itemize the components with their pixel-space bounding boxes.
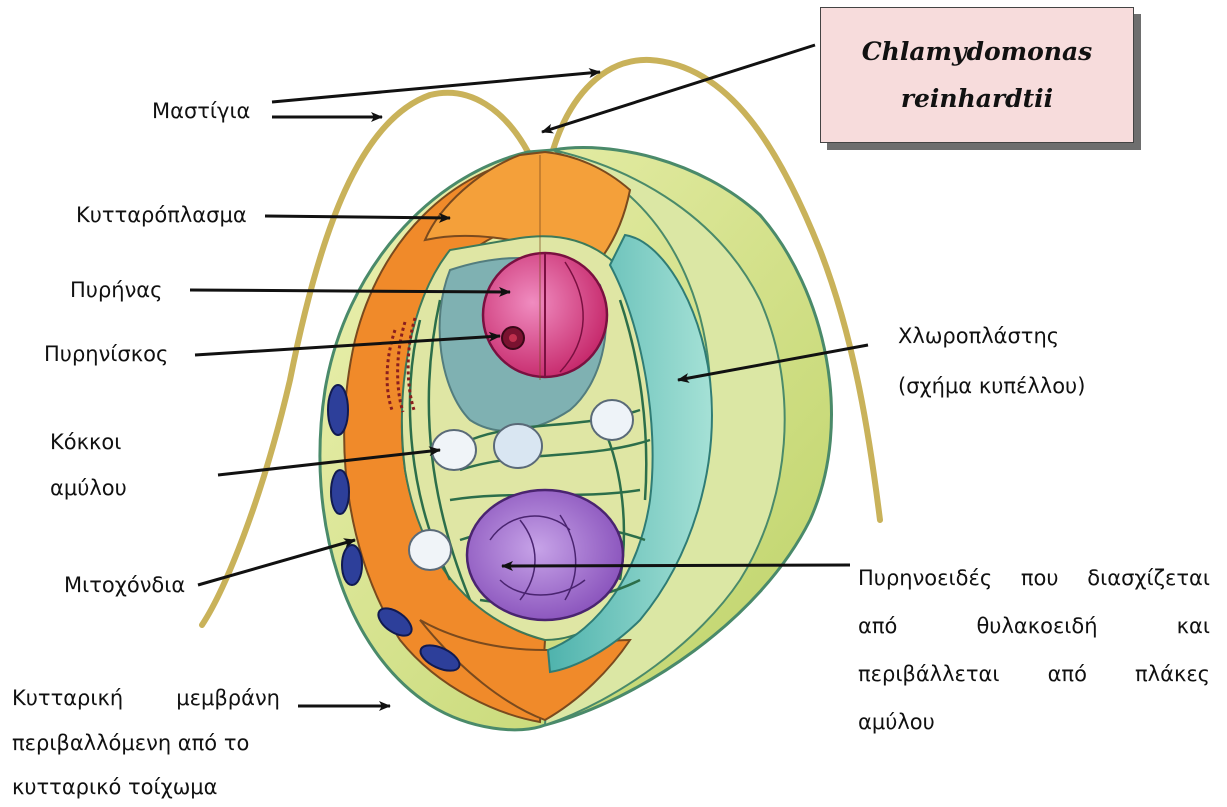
mitochondrion [342, 545, 362, 585]
label-pyrenoid-3: περιβάλλεται από πλάκες [858, 662, 1210, 687]
title-line-2: reinhardtii [901, 75, 1053, 123]
arrow-nucleus [190, 290, 510, 292]
label-membrane-3: κυτταρικό τοίχωμα [12, 775, 218, 800]
label-flagella: Μαστίγια [152, 99, 250, 124]
label-chloroplast-2: (σχήμα κυπέλλου) [898, 374, 1085, 399]
label-mitochondria: Μιτοχόνδια [64, 573, 185, 598]
title-line-1: Chlamydomonas [862, 28, 1092, 76]
label-pyrenoid-4: αμύλου [858, 710, 935, 735]
label-starch-grains-2: αμύλου [50, 476, 127, 501]
label-nucleolus: Πυρηνίσκος [44, 342, 168, 367]
mitochondrion [331, 470, 349, 514]
pyrenoid [467, 490, 623, 620]
mitochondrion [328, 385, 348, 435]
label-chloroplast-1: Χλωροπλάστης [898, 324, 1059, 349]
title-box: Chlamydomonas reinhardtii [820, 7, 1134, 143]
starch-grain [494, 424, 542, 468]
label-cytoplasm: Κυτταρόπλασμα [76, 203, 247, 228]
arrow-cytoplasm [265, 216, 450, 218]
arrow-flagella-1 [272, 72, 600, 102]
label-starch-grains-1: Κόκκοι [50, 430, 121, 455]
cell-body [320, 148, 832, 730]
label-pyrenoid-1: Πυρηνοειδές που διασχίζεται [858, 566, 1210, 591]
label-membrane-2: περιβαλλόμενη από το [12, 731, 249, 756]
starch-grain [591, 400, 633, 440]
arrow-mitochondria [198, 540, 355, 585]
label-membrane-1: Κυτταρική μεμβράνη [12, 686, 280, 711]
label-nucleus: Πυρήνας [70, 278, 162, 303]
arrow-pyrenoid [502, 565, 850, 566]
label-pyrenoid-2: από θυλακοειδή και [858, 614, 1210, 639]
starch-grain [409, 530, 451, 570]
